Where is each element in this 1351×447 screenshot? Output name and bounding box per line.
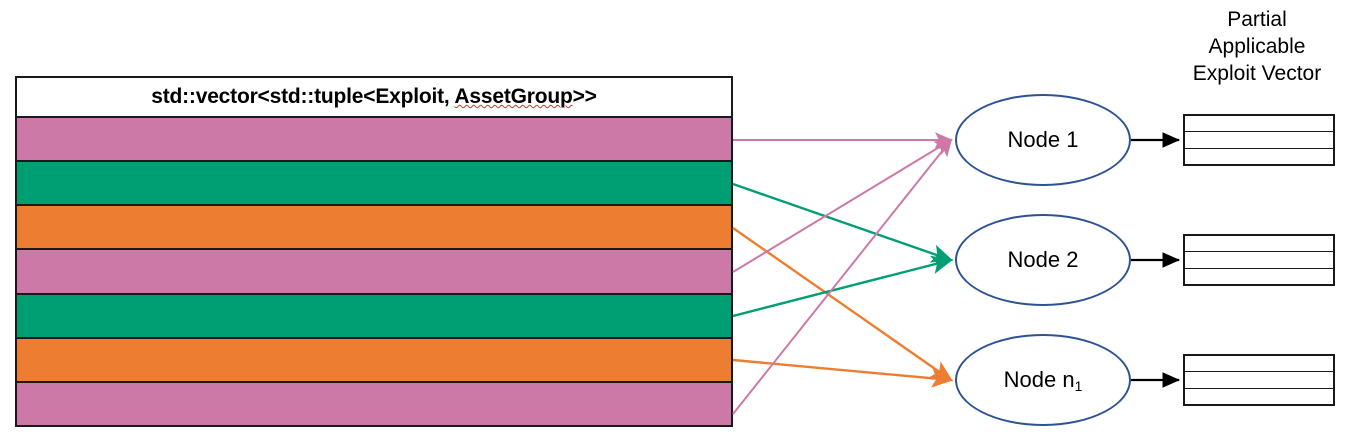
type-prefix: std::vector<std::tuple<Exploit, [151, 85, 455, 108]
partial-vector-cell [1185, 236, 1333, 253]
vector-row-0-pink [17, 118, 731, 163]
node-n1[interactable]: Node n1 [955, 334, 1131, 426]
partial-vector-table-3 [1183, 354, 1335, 406]
vector-row-5-orange [17, 338, 731, 383]
partial-vector-cell [1185, 116, 1333, 133]
partial-vector-cell [1185, 149, 1333, 164]
node-1[interactable]: Node 1 [955, 94, 1131, 186]
edge-row4-node2 [732, 255, 954, 318]
vector-table-header: std::vector<std::tuple<Exploit, AssetGro… [17, 78, 731, 118]
vector-row-1-green [17, 162, 731, 207]
vector-row-list [17, 118, 731, 425]
vector-row-6-pink [17, 382, 731, 425]
pav-label-line-2: Applicable [1208, 35, 1306, 58]
edge-row2-noden [732, 227, 953, 382]
partial-vector-cell [1185, 269, 1333, 284]
vector-row-3-pink [17, 250, 731, 295]
node-1-label: Node 1 [1007, 127, 1079, 152]
node-n1-label: Node n1 [1003, 367, 1083, 394]
partial-vector-cell [1185, 389, 1333, 404]
edge-row6-node1 [732, 138, 953, 415]
partial-applicable-exploit-vector-label: Partial Applicable Exploit Vector [1166, 6, 1348, 87]
vector-row-4-green [17, 294, 731, 339]
edge-row5-noden [732, 358, 954, 388]
node-n1-subscript: 1 [1074, 378, 1083, 394]
partial-vector-cell [1185, 356, 1333, 373]
edge-row3-node1 [732, 138, 953, 273]
node-2[interactable]: Node 2 [955, 214, 1131, 306]
pav-label-line-3: Exploit Vector [1192, 62, 1322, 85]
vector-type-signature: std::vector<std::tuple<Exploit, AssetGro… [151, 85, 597, 109]
partial-vector-table-1 [1183, 114, 1335, 166]
partial-vector-cell [1185, 252, 1333, 269]
partial-vector-cell [1185, 132, 1333, 149]
partial-vector-table-2 [1183, 234, 1335, 286]
exploit-vector-table: std::vector<std::tuple<Exploit, AssetGro… [15, 76, 733, 427]
pav-label-line-1: Partial [1227, 8, 1287, 31]
type-assetgroup: AssetGroup [454, 85, 573, 108]
vector-row-2-orange [17, 206, 731, 251]
edge-row1-node2 [732, 182, 954, 263]
partial-vector-cell [1185, 372, 1333, 389]
type-suffix: >> [572, 85, 597, 108]
node-2-label: Node 2 [1007, 247, 1079, 272]
